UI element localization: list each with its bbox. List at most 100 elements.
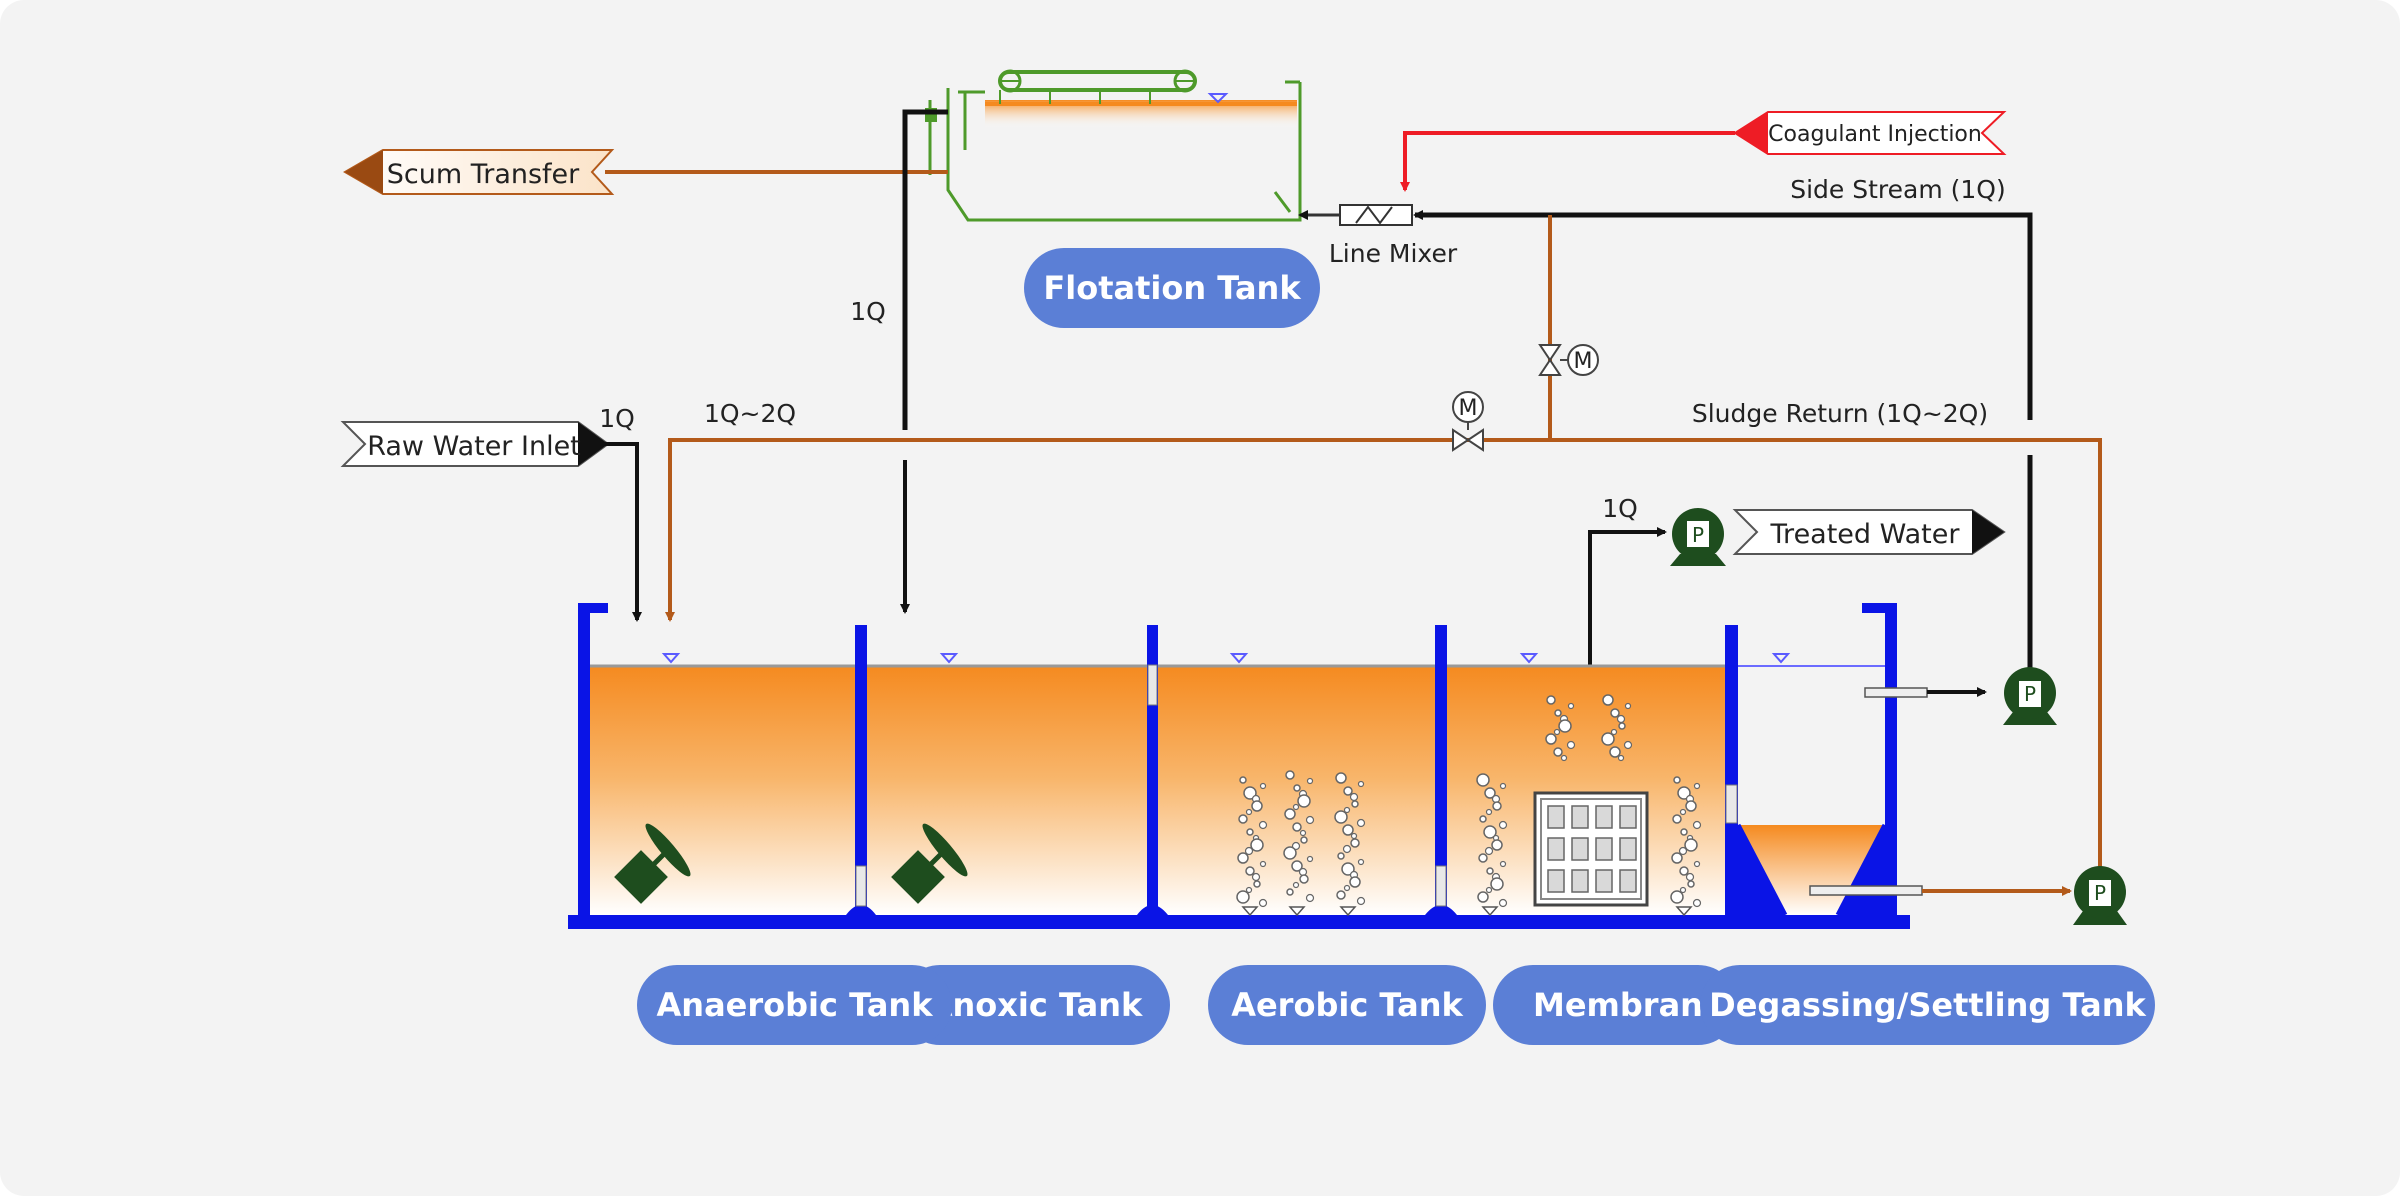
air-bubble — [1670, 890, 1684, 904]
air-bubble — [1253, 880, 1261, 888]
raw-water-inlet-arrow: Raw Water Inlet — [340, 421, 610, 467]
motor-valve-return: M — [1452, 391, 1484, 452]
air-bubble — [1341, 862, 1355, 876]
air-bubble — [1490, 877, 1504, 891]
line-mixer-label: Line Mixer — [1329, 239, 1458, 268]
air-bubble — [1293, 784, 1301, 792]
air-bubble — [1678, 846, 1688, 856]
side-stream-label: Side Stream (1Q) — [1790, 175, 2006, 204]
motor-valve-riser: M — [1538, 344, 1599, 376]
air-bubble — [1286, 888, 1294, 896]
anaerobic-tank-pill: Anaerobic Tank — [637, 965, 952, 1045]
pump-symbol-treated: P — [1692, 523, 1704, 547]
air-bubble — [1679, 886, 1687, 894]
air-bubble — [1483, 825, 1497, 839]
air-bubble — [1335, 772, 1347, 784]
air-bubble — [1245, 808, 1253, 816]
air-bubble — [1692, 898, 1702, 908]
diffuser — [1339, 906, 1357, 917]
motor-symbol: M — [1574, 349, 1593, 374]
air-bubble — [1292, 881, 1300, 889]
air-bubble — [1243, 786, 1257, 800]
return-flow-label: 1Q~2Q — [704, 399, 796, 428]
air-bubble — [1677, 786, 1691, 800]
air-bubble — [1349, 792, 1359, 802]
air-bubble — [1250, 838, 1264, 852]
air-bubble — [1342, 824, 1354, 836]
line-mixer — [1298, 204, 1413, 226]
air-bubble — [1685, 872, 1695, 882]
air-bubble — [1350, 832, 1358, 840]
air-bubble — [1239, 776, 1247, 784]
air-bubble — [1349, 876, 1361, 888]
air-bubble — [1693, 782, 1701, 790]
diffuser — [1675, 906, 1693, 917]
air-bubble — [1351, 800, 1359, 808]
air-bubble — [1292, 803, 1300, 811]
air-bubble — [1672, 814, 1682, 824]
air-bubble — [1245, 886, 1253, 894]
diffuser — [1481, 906, 1499, 917]
air-bubble — [1284, 808, 1296, 820]
air-bubble — [1492, 801, 1502, 811]
air-bubble — [1306, 777, 1314, 785]
air-bubble — [1486, 867, 1494, 875]
air-bubble — [1291, 860, 1303, 872]
air-bubble — [1610, 728, 1618, 736]
air-bubble — [1343, 806, 1351, 814]
air-bubble — [1498, 820, 1508, 830]
air-bubble — [1334, 810, 1348, 824]
air-bubble — [1601, 732, 1615, 746]
coagulant-injection-arrow: Coagulant Injection — [1733, 111, 2007, 155]
membrane-outflow-label: 1Q — [1602, 494, 1638, 523]
air-bubble — [1357, 858, 1365, 866]
air-bubble — [1350, 838, 1360, 848]
air-bubble — [1484, 846, 1494, 856]
air-bubble — [1692, 820, 1702, 830]
air-bubble — [1251, 872, 1261, 882]
air-bubble — [1236, 890, 1250, 904]
air-bubble — [1623, 740, 1633, 750]
air-bubble — [1337, 852, 1345, 860]
air-bubble — [1300, 836, 1308, 844]
air-bubble — [1305, 815, 1315, 825]
air-bubble — [1558, 719, 1572, 733]
air-bubble — [1567, 702, 1575, 710]
air-bubble — [1299, 829, 1307, 837]
air-bubble — [1283, 846, 1297, 860]
air-bubble — [1617, 754, 1625, 762]
scum-transfer-arrow: Scum Transfer — [343, 149, 615, 195]
sludge-return-label: Sludge Return (1Q~2Q) — [1692, 399, 1988, 428]
air-bubble — [1687, 880, 1695, 888]
aeration-bubbles — [1236, 694, 1702, 917]
air-bubble — [1357, 780, 1365, 788]
air-bubble — [1336, 890, 1346, 900]
air-bubble — [1680, 828, 1688, 836]
air-bubble — [1237, 852, 1249, 864]
air-bubble — [1609, 746, 1621, 758]
motor-symbol-return: M — [1459, 396, 1478, 421]
air-bubble — [1259, 782, 1267, 790]
air-bubble — [1554, 709, 1562, 717]
air-bubble — [1258, 820, 1268, 830]
air-bubble — [1546, 695, 1556, 705]
air-bubble — [1306, 855, 1314, 863]
treated-water-arrow: Treated Water — [1732, 509, 2006, 555]
treated-water-label: Treated Water — [1770, 519, 1961, 550]
air-bubble — [1566, 740, 1576, 750]
air-bubble — [1297, 794, 1311, 808]
degassing-tank-pill: Degassing/Settling Tank — [1700, 965, 2155, 1045]
air-bubble — [1291, 841, 1301, 851]
air-bubble — [1292, 822, 1302, 832]
air-bubble — [1484, 787, 1496, 799]
air-bubble — [1251, 800, 1263, 812]
air-bubble — [1684, 838, 1698, 852]
air-bubble — [1560, 754, 1568, 762]
air-bubble — [1679, 866, 1689, 876]
air-bubble — [1343, 884, 1351, 892]
air-bubble — [1602, 694, 1614, 706]
membrane-module — [1533, 791, 1649, 907]
air-bubble — [1671, 852, 1683, 864]
flotation-tank-pill: Flotation Tank — [1024, 248, 1320, 328]
air-bubble — [1343, 786, 1353, 796]
